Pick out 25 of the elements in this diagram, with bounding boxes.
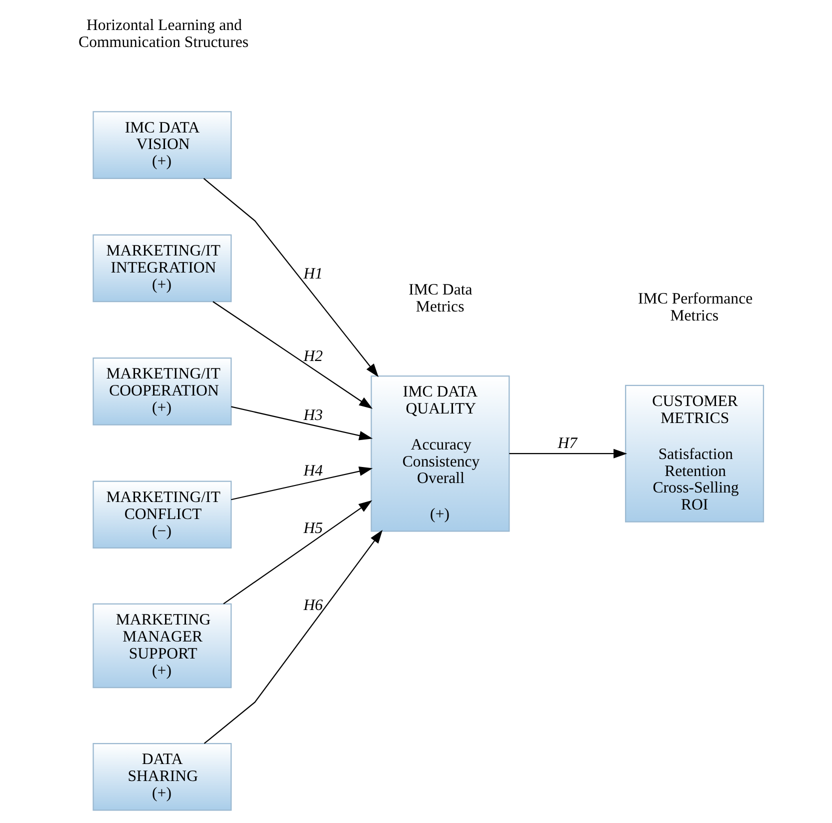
edge-label: H6 bbox=[302, 596, 322, 614]
edge-label: H2 bbox=[302, 348, 322, 366]
edge-label: H7 bbox=[557, 435, 577, 452]
label: IMC Performance Metrics bbox=[638, 290, 752, 324]
arrow bbox=[203, 530, 382, 744]
edge-label: H4 bbox=[302, 462, 322, 480]
node-box: CUSTOMER METRICS Satisfaction Retention Cross-Selling ROI bbox=[624, 384, 764, 522]
label: IMC Data Metrics bbox=[408, 281, 472, 316]
node-box: MARKETING MANAGER SUPPORT (+) bbox=[92, 603, 232, 688]
edge-label: H5 bbox=[302, 520, 322, 537]
node-box: IMC DATA VISION (+) bbox=[92, 111, 232, 179]
node-box: MARKETING/IT COOPERATION (+) bbox=[92, 358, 232, 426]
edge-label: H1 bbox=[302, 266, 322, 283]
arrow bbox=[508, 448, 627, 458]
node-box: IMC DATA QUALITY Accuracy Consistency Overall (+) bbox=[370, 376, 510, 532]
arrow bbox=[202, 178, 378, 378]
arrow bbox=[230, 466, 372, 500]
node-box: DATA SHARING (+) bbox=[92, 742, 232, 811]
label: Horizontal Learning and Communication Structures bbox=[78, 16, 248, 51]
edge-label: H3 bbox=[302, 406, 322, 424]
arrow bbox=[230, 406, 372, 440]
node-box: MARKETING/IT CONFLICT (−) bbox=[92, 480, 232, 549]
arrow bbox=[222, 500, 372, 604]
arrow bbox=[212, 301, 372, 409]
node-box: MARKETING/IT INTEGRATION (+) bbox=[92, 234, 232, 302]
